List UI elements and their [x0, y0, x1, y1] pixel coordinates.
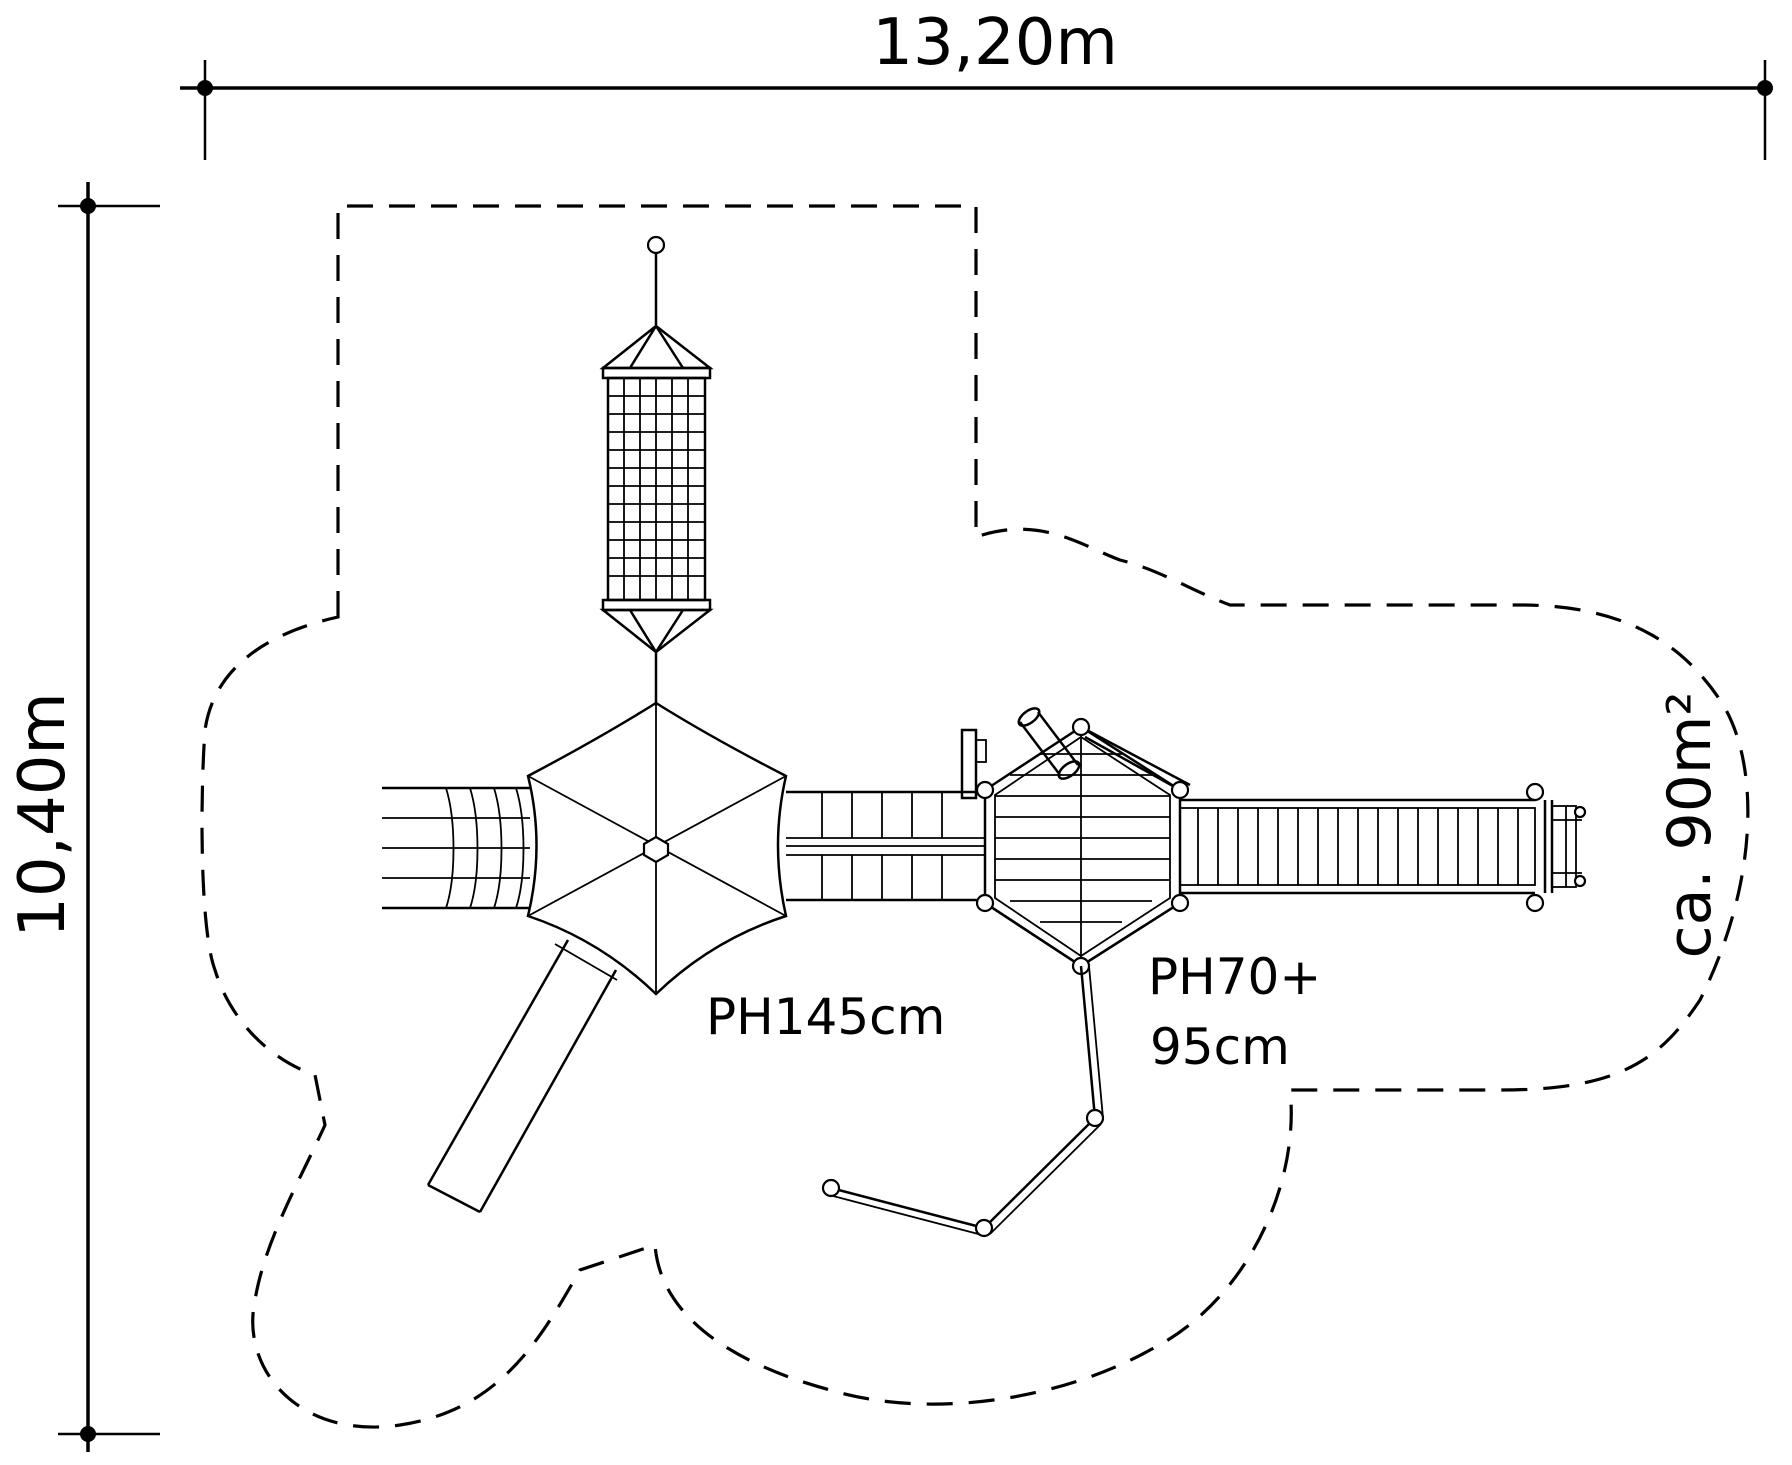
left-climbing-net — [382, 786, 530, 910]
height-dimension: 10,40m — [6, 182, 160, 1452]
height-label: 10,40m — [6, 692, 80, 938]
hex-platform-height-label-line2: 95cm — [1150, 1018, 1290, 1076]
safety-zone-outline — [200, 204, 1750, 1429]
balance-rope — [821, 965, 1105, 1238]
width-dimension: 13,20m — [180, 6, 1773, 160]
main-tower-height-label: PH145cm — [706, 988, 945, 1046]
bridge — [786, 790, 985, 902]
right-walkway — [1179, 782, 1587, 913]
climbing-net — [599, 235, 714, 705]
width-label: 13,20m — [872, 6, 1118, 80]
hex-platform — [975, 717, 1191, 976]
main-tower-roof — [526, 701, 788, 996]
area-label: ca. 90m² — [1655, 692, 1725, 959]
hex-platform-height-label-line1: PH70+ — [1148, 948, 1321, 1006]
slide — [426, 939, 618, 1214]
